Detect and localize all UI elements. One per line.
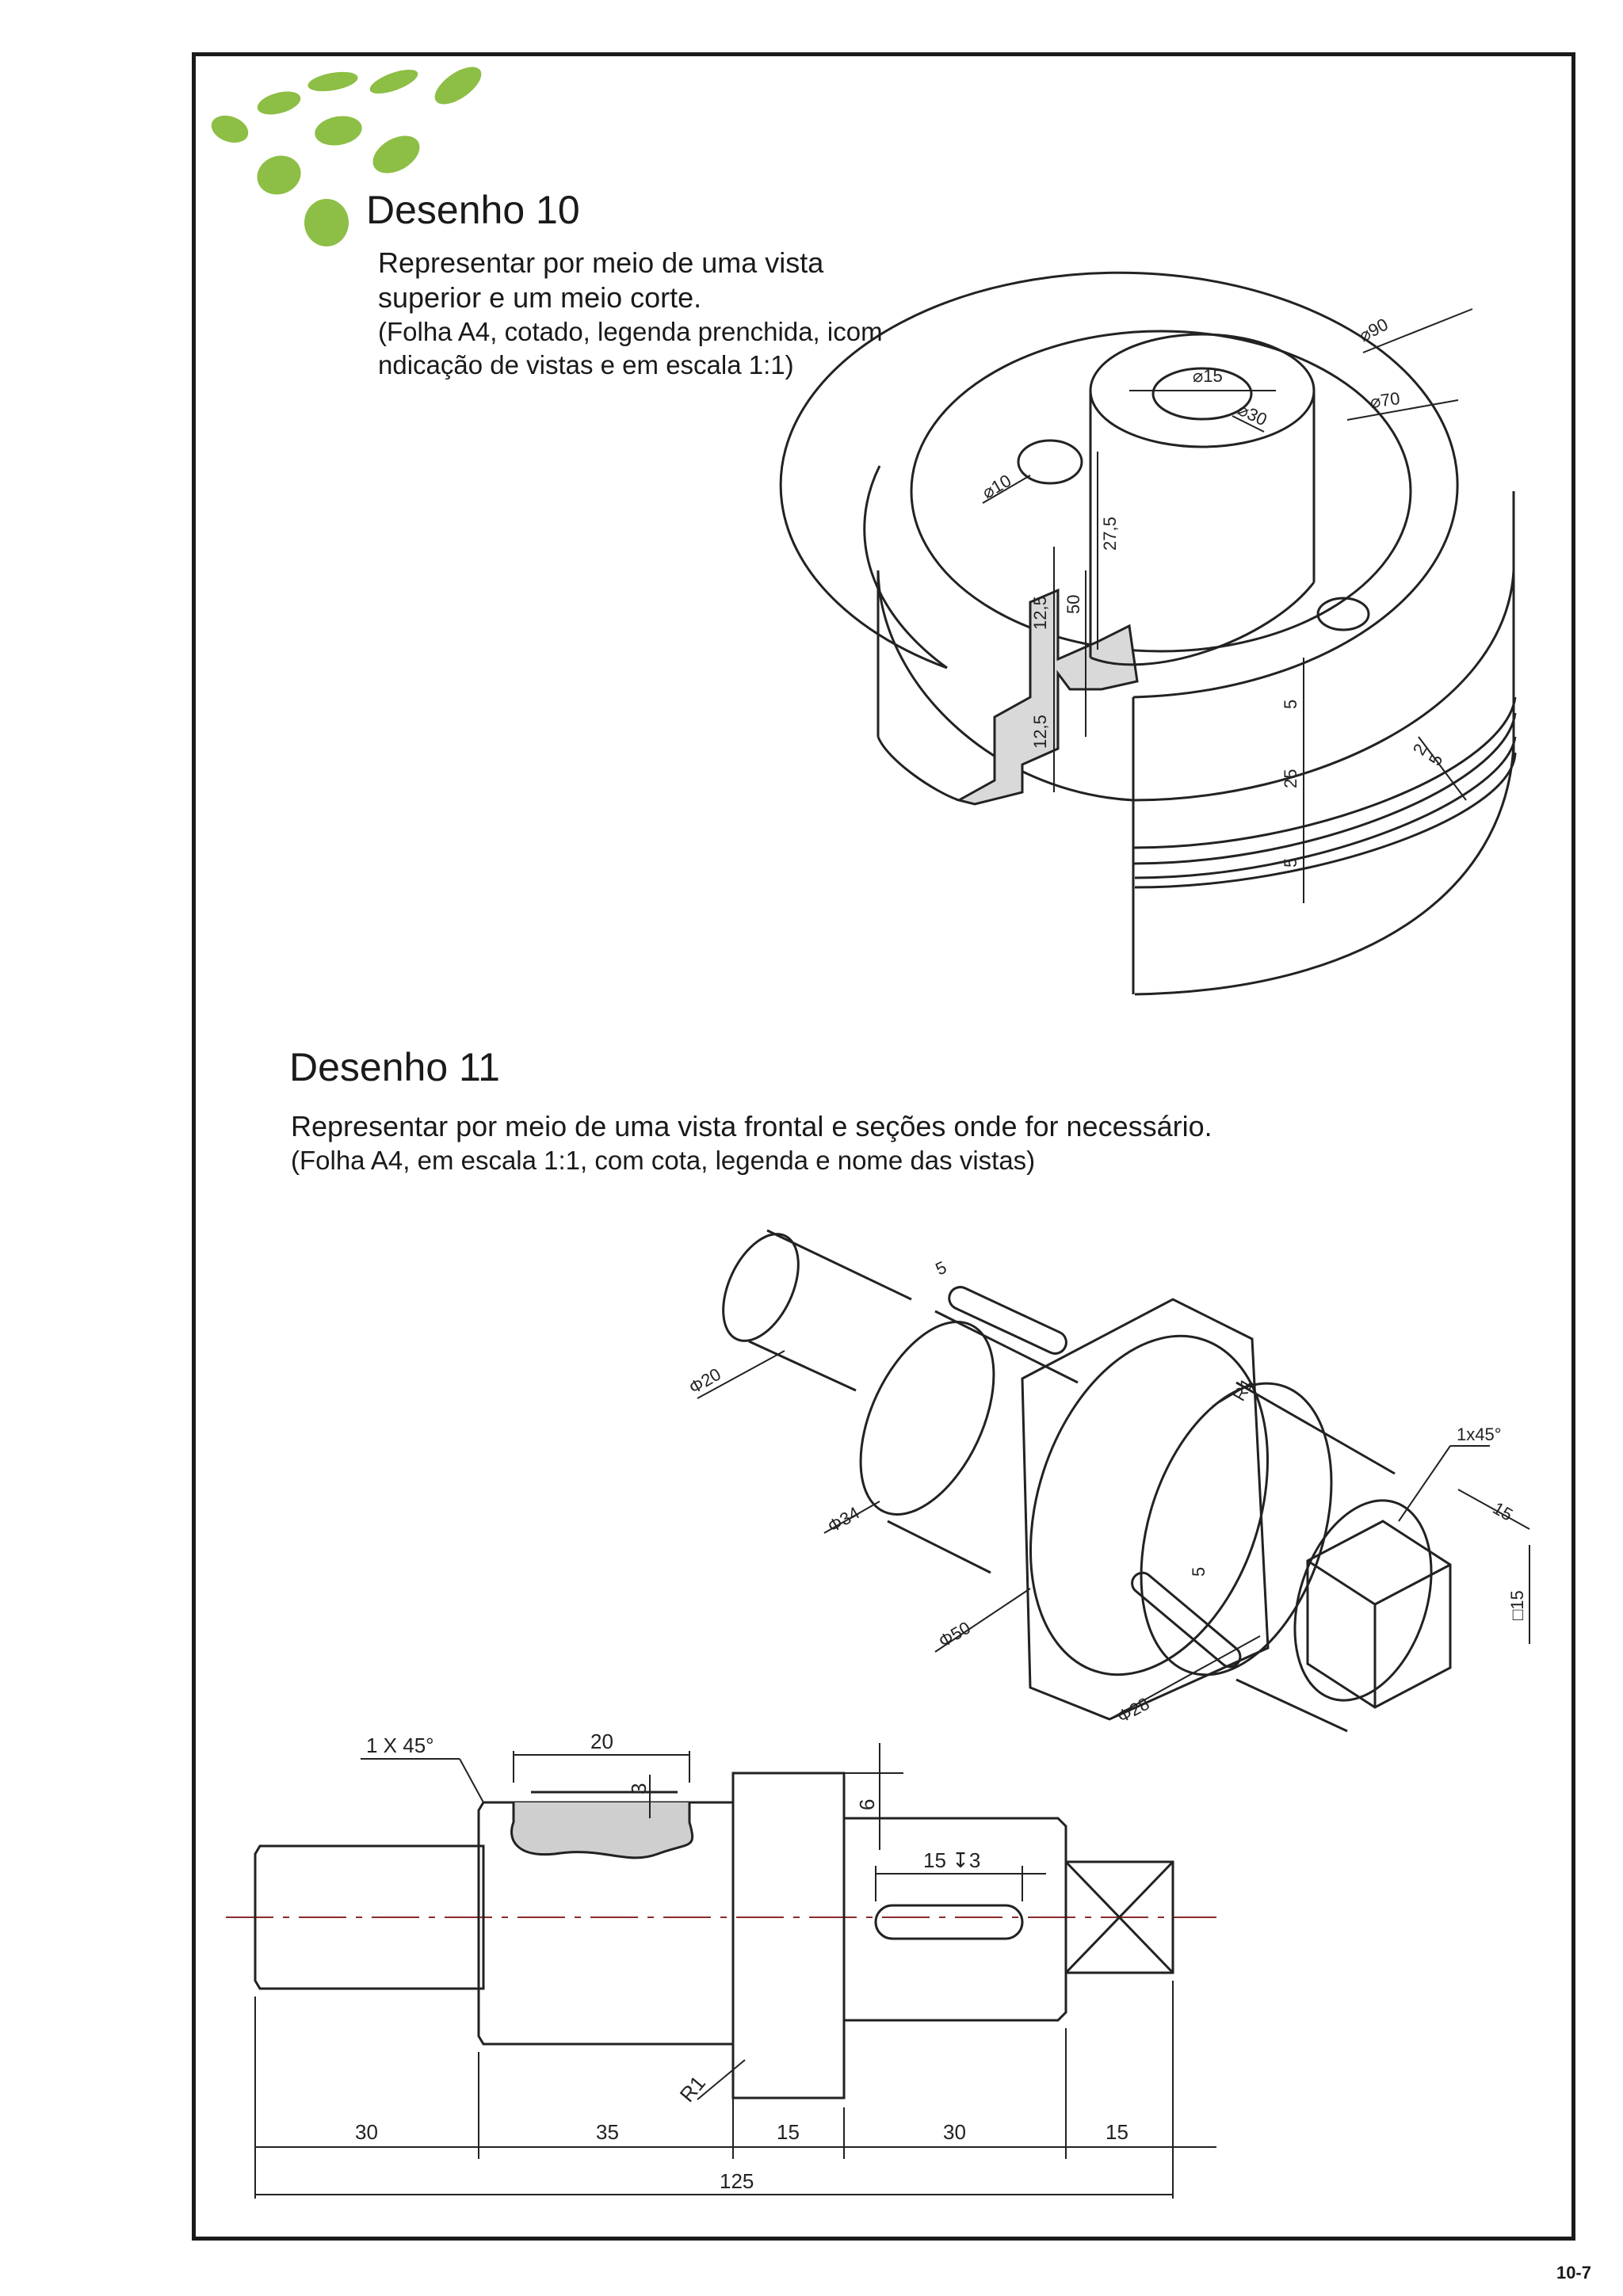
page-number: 10-7	[1556, 2263, 1591, 2283]
desenho11-instructions: Representar por meio de uma vista fronta…	[291, 1109, 1212, 1177]
desenho10-line-1: Representar por meio de uma vista	[378, 246, 824, 279]
front-dim-slot20: 20	[590, 1730, 613, 1753]
desenho10-line-2: superior e um meio corte.	[378, 281, 702, 314]
front-dim-step6: 6	[855, 1799, 879, 1810]
desenho11-front-dimension-labels: 1 X 45° 20 3 6 15 ↧3 R1 30 35 15 30 15 1…	[355, 1730, 1128, 2193]
desenho10-line-3: (Folha A4, cotado, legenda prenchida, ic…	[378, 317, 883, 346]
dim-h27-5: 27,5	[1100, 517, 1120, 551]
iso-dim-key5-top: 5	[933, 1257, 950, 1280]
front-dim-seg3: 15	[777, 2120, 800, 2144]
dim-d90: ⌀90	[1356, 315, 1392, 346]
iso-dim-key5-bottom: 5	[1189, 1567, 1209, 1577]
dim-h50: 50	[1064, 595, 1083, 614]
iso-dim-chamfer: 1x45°	[1457, 1425, 1502, 1444]
front-dim-slot15: 15 ↧3	[923, 1848, 980, 1872]
dim-groove-5: 5	[1425, 750, 1447, 769]
front-dim-chamfer: 1 X 45°	[366, 1733, 434, 1757]
front-dim-seg1: 30	[355, 2120, 378, 2144]
drawing-sheet-border	[192, 52, 1575, 2241]
desenho11-line-2: (Folha A4, em escala 1:1, com cota, lege…	[291, 1146, 1036, 1175]
dim-d70: ⌀70	[1369, 388, 1401, 412]
iso-dim-d34: Φ34	[824, 1503, 863, 1537]
dim-h5-bottom: 5	[1281, 858, 1300, 868]
dim-h25: 25	[1281, 769, 1300, 788]
iso-dim-len15: 15	[1490, 1498, 1517, 1525]
dim-h12-5-bottom: 12,5	[1030, 715, 1050, 749]
dim-d15: ⌀15	[1193, 366, 1223, 386]
iso-dim-r1: R1	[1229, 1375, 1258, 1405]
iso-dim-sq15: □15	[1507, 1590, 1527, 1620]
front-dim-seg2: 35	[596, 2120, 619, 2144]
iso-dim-d20: Φ20	[685, 1364, 724, 1398]
desenho10-title: Desenho 10	[366, 188, 580, 232]
brand-dots-logo	[211, 67, 482, 246]
front-dim-seg4: 30	[943, 2120, 966, 2144]
desenho11-title: Desenho 11	[289, 1045, 500, 1089]
front-dim-total: 125	[720, 2169, 754, 2193]
iso-dim-d50: Φ50	[935, 1618, 974, 1652]
desenho11-isometric-drawing	[697, 1229, 1530, 1733]
dim-d30: ⌀30	[1235, 399, 1270, 430]
desenho10-dimension-labels: ⌀90 ⌀70 ⌀15 ⌀30 ⌀10 27,5 50 12,5 12,5 5 …	[979, 315, 1446, 868]
desenho10-line-4: ndicação de vistas e em escala 1:1)	[378, 350, 794, 379]
front-dim-seg5: 15	[1106, 2120, 1128, 2144]
desenho11-iso-dimension-labels: 5 Φ20 R1 1x45° 15 Φ34 5 □15 Φ50 Φ28	[685, 1257, 1527, 1727]
desenho11-front-view	[226, 1743, 1216, 2199]
desenho10-instructions: Representar por meio de uma vista superi…	[378, 246, 883, 382]
dim-h12-5-top: 12,5	[1030, 596, 1050, 630]
front-dim-r1: R1	[675, 2071, 710, 2107]
desenho10-isometric-drawing	[779, 271, 1517, 996]
desenho11-line-1: Representar por meio de uma vista fronta…	[291, 1110, 1212, 1142]
dim-h5-top: 5	[1281, 700, 1300, 709]
front-dim-depth3: 3	[627, 1783, 651, 1794]
dim-d10: ⌀10	[979, 471, 1014, 503]
